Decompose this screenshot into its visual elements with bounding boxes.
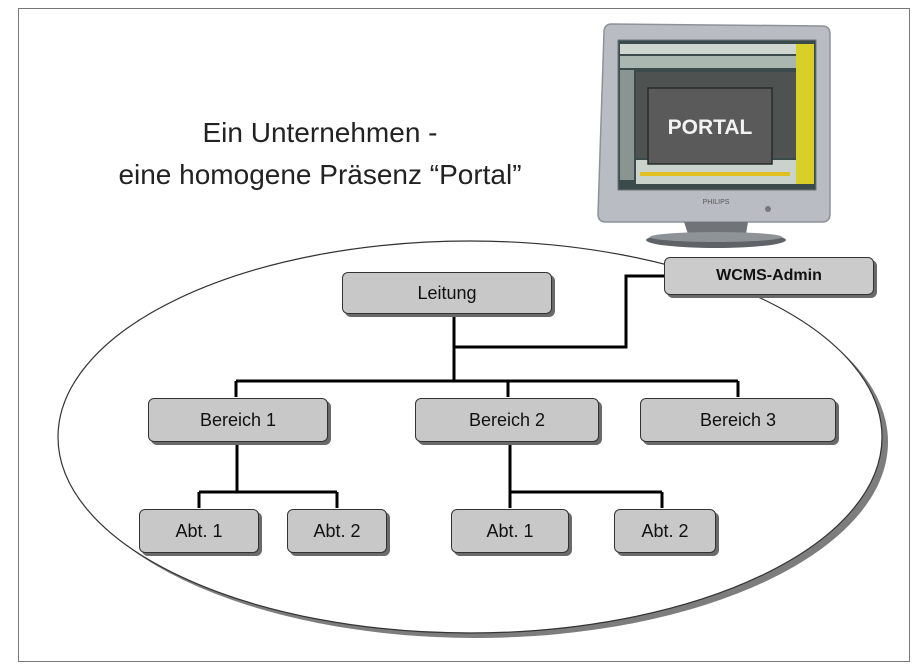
bereich-3-node: Bereich 3 (640, 398, 836, 442)
portal-panel (647, 87, 773, 165)
headline-line-2: eine homogene Präsenz “Portal” (118, 159, 522, 190)
connector-lines (197, 274, 740, 508)
bereich-1-abt-1-node: Abt. 1 (139, 509, 259, 553)
wcms-admin-node: WCMS-Admin (664, 257, 874, 295)
bereich-1-abt-2-node: Abt. 2 (287, 509, 387, 553)
bereich-2-abt-1-node: Abt. 1 (451, 509, 569, 553)
portal-label: PORTAL (668, 116, 753, 139)
leitung-node: Leitung (342, 272, 552, 314)
monitor-image: PORTAL PHILIPS (597, 23, 831, 248)
bereich-2-node: Bereich 2 (415, 398, 599, 442)
headline: Ein Unternehmen - eine homogene Präsenz … (70, 112, 570, 196)
monitor-brand: PHILIPS (703, 199, 730, 206)
slide-frame (18, 8, 910, 662)
headline-line-1: Ein Unternehmen - (202, 117, 438, 148)
bereich-1-node: Bereich 1 (148, 398, 328, 442)
bereich-2-abt-2-node: Abt. 2 (614, 509, 716, 553)
